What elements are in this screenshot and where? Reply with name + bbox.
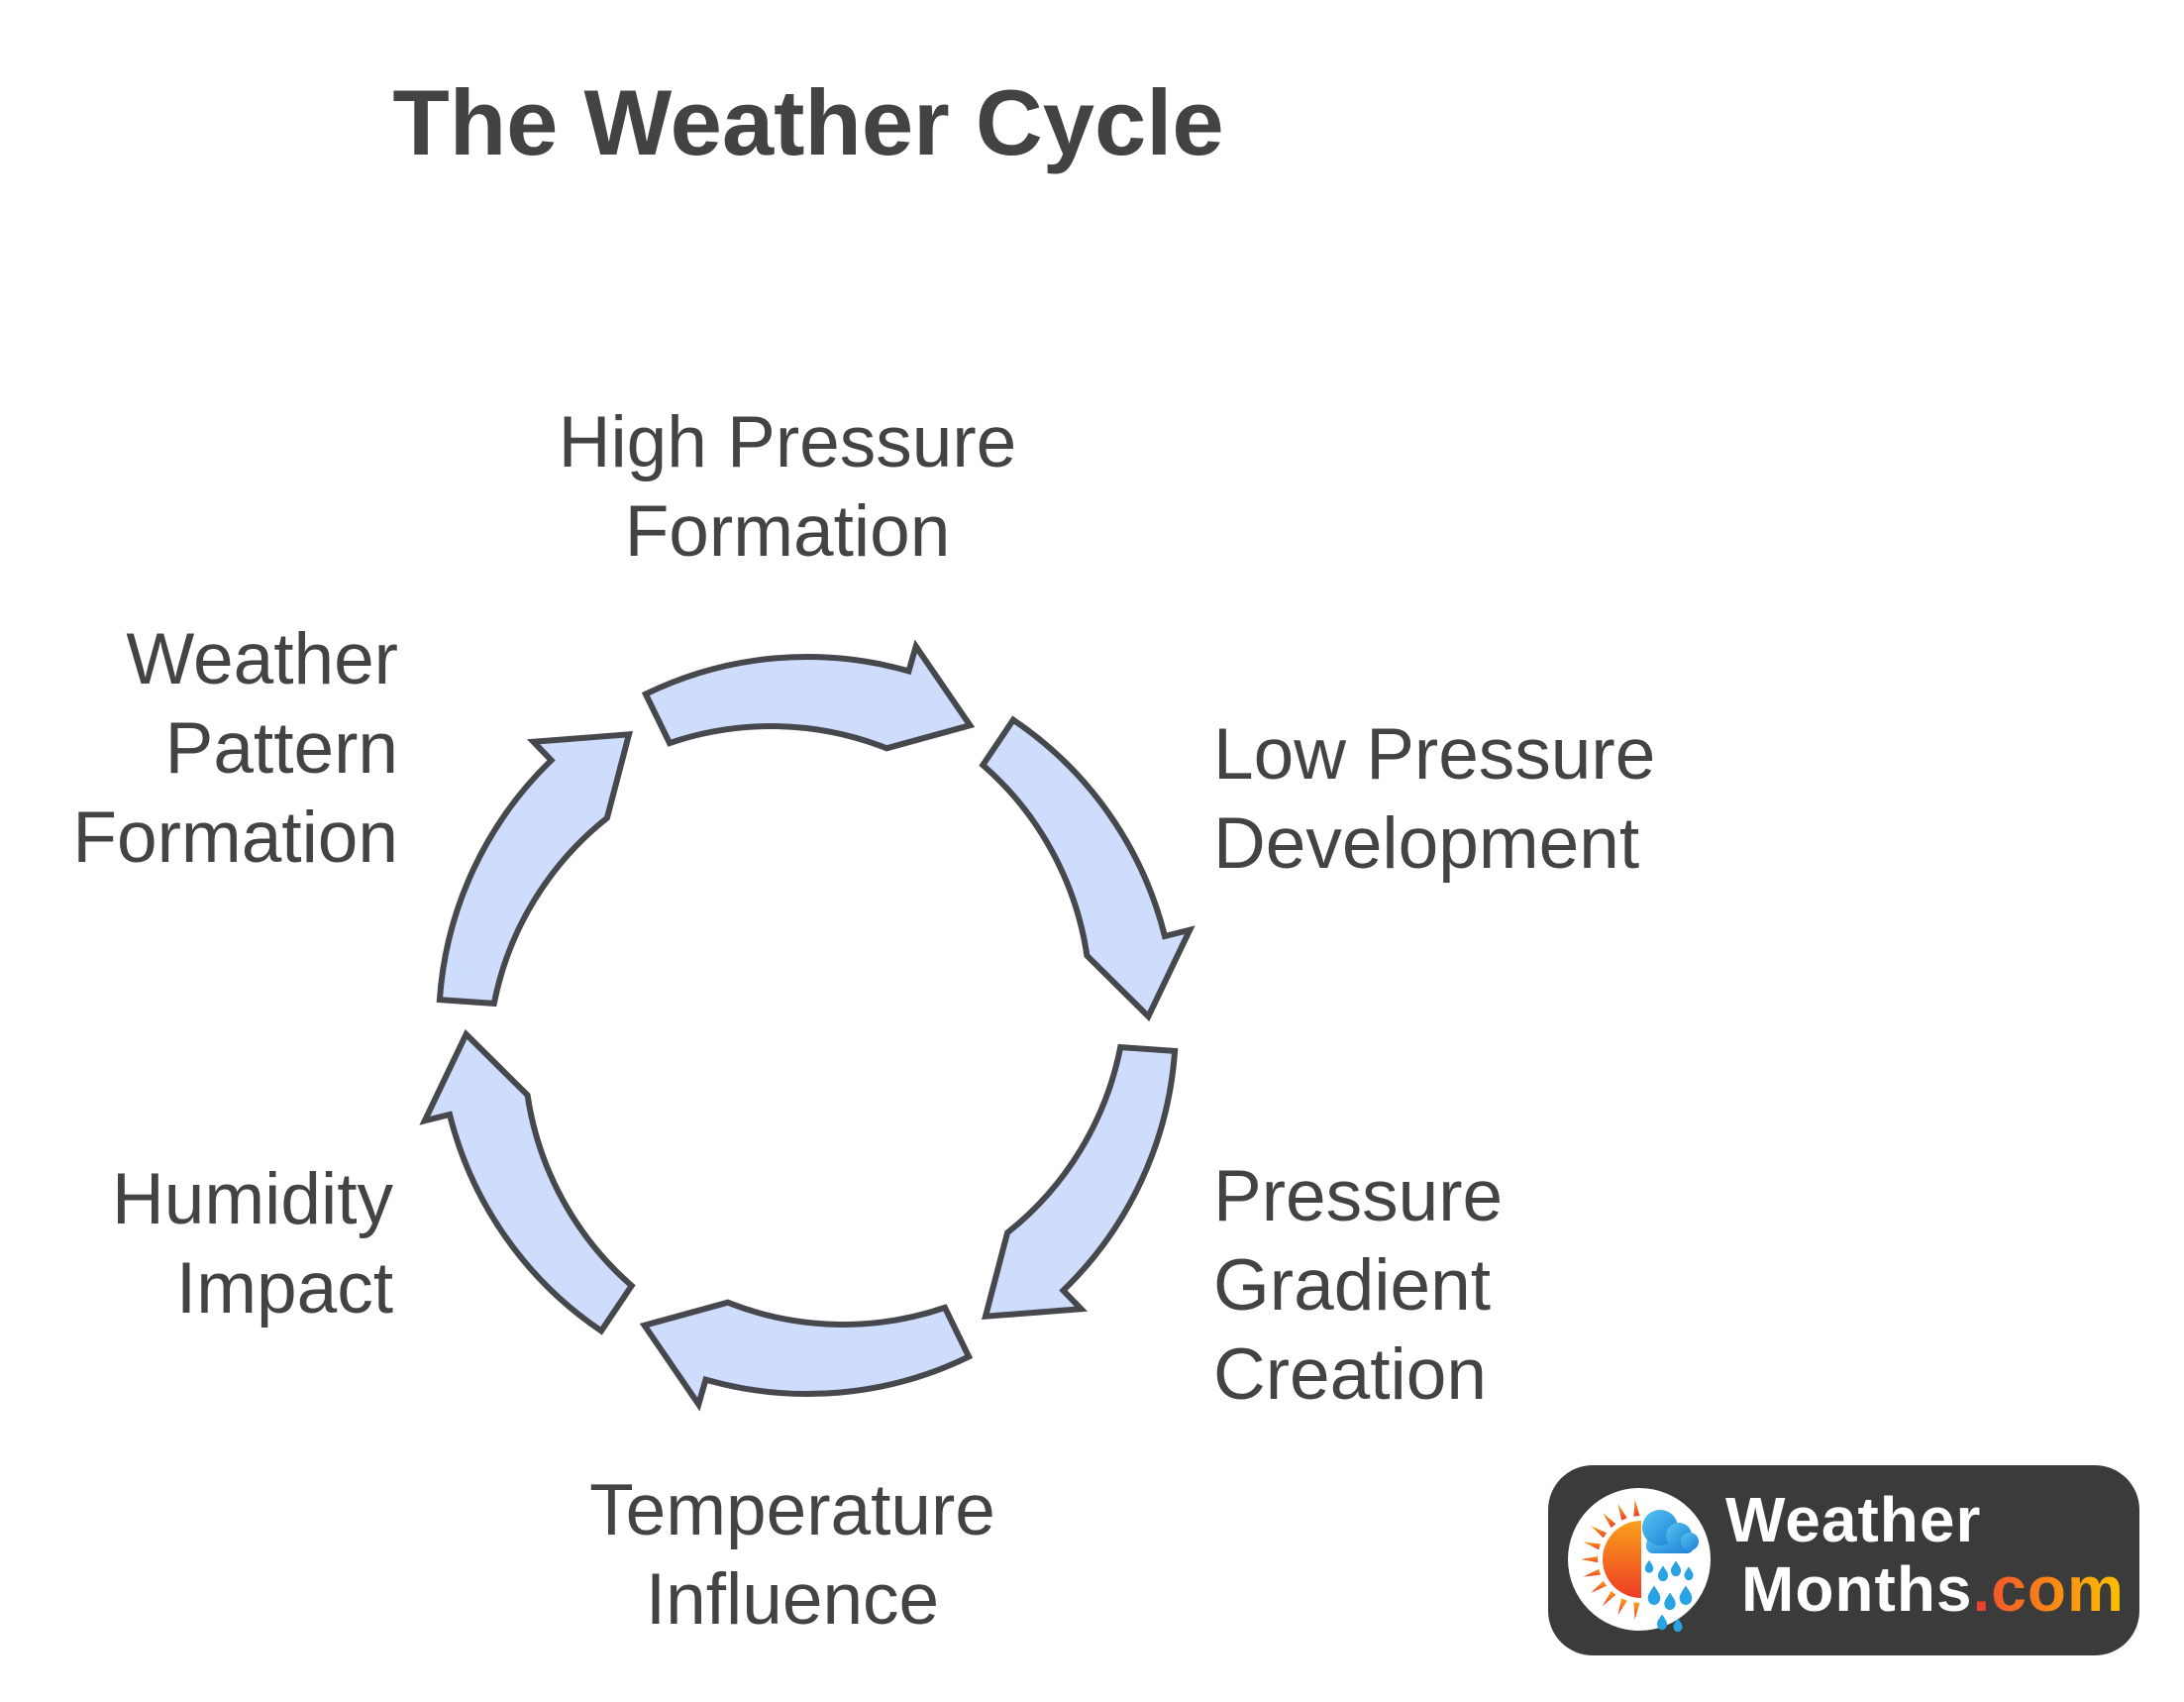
raindrop	[1664, 1592, 1676, 1611]
sun-ray	[1591, 1526, 1608, 1539]
raindrops-icon	[1644, 1559, 1694, 1633]
brand-tld: com	[1991, 1553, 2125, 1625]
raindrop	[1679, 1585, 1693, 1605]
sun-ray	[1633, 1499, 1640, 1517]
weathermonths-logo: Weather Months.com	[1548, 1465, 2139, 1655]
sun-ray	[1583, 1542, 1601, 1550]
cycle-arrow-6	[436, 730, 633, 1008]
sun-ray	[1617, 1503, 1627, 1521]
brand-name-line1: Weather	[1725, 1484, 1982, 1555]
brand-name-months: Months	[1741, 1553, 1973, 1625]
cycle-arrow-5	[419, 1028, 636, 1335]
sun-ray	[1617, 1598, 1627, 1616]
raindrop	[1644, 1559, 1654, 1573]
sun-ray	[1603, 1513, 1616, 1529]
logo-wordmark: Weather Months.com	[1725, 1485, 2125, 1624]
sun-ray	[1581, 1555, 1599, 1563]
sun-ray	[1583, 1568, 1601, 1577]
raindrop	[1673, 1618, 1683, 1633]
cycle-arrow-4	[639, 1299, 974, 1412]
step-label-humidity-impact: Humidity Impact	[112, 1159, 393, 1329]
raindrop	[1684, 1566, 1694, 1581]
sun-icon	[1581, 1499, 1641, 1620]
brand-name-line2: Months.com	[1741, 1554, 2125, 1624]
sun-half-disc	[1603, 1521, 1641, 1598]
logo-artwork	[1548, 1465, 2139, 1655]
raindrop	[1670, 1560, 1682, 1577]
step-label-low-pressure-development: Low Pressure Development	[1213, 714, 1656, 884]
brand-tld-dot: .	[1972, 1553, 1992, 1625]
sun-rays	[1581, 1499, 1640, 1620]
sun-ray	[1603, 1590, 1616, 1606]
raindrop	[1656, 1614, 1668, 1631]
page-title: The Weather Cycle	[392, 70, 1224, 174]
raindrop	[1657, 1565, 1669, 1582]
step-label-pressure-gradient-creation: Pressure Gradient Creation	[1213, 1156, 1504, 1415]
step-label-weather-pattern-formation: Weather Pattern Formation	[72, 619, 398, 878]
sun-ray	[1591, 1580, 1608, 1593]
cycle-arrow-3	[982, 1043, 1179, 1321]
cloud-icon	[1642, 1510, 1699, 1553]
sun-ray	[1633, 1602, 1640, 1620]
step-label-temperature-influence: Temperature Influence	[589, 1470, 995, 1640]
logo-background	[1548, 1465, 2139, 1655]
cycle-arrow-2	[979, 715, 1196, 1022]
raindrop	[1647, 1585, 1661, 1605]
cycle-arrow-1	[641, 639, 976, 752]
step-label-high-pressure-formation: High Pressure Formation	[558, 402, 1017, 572]
